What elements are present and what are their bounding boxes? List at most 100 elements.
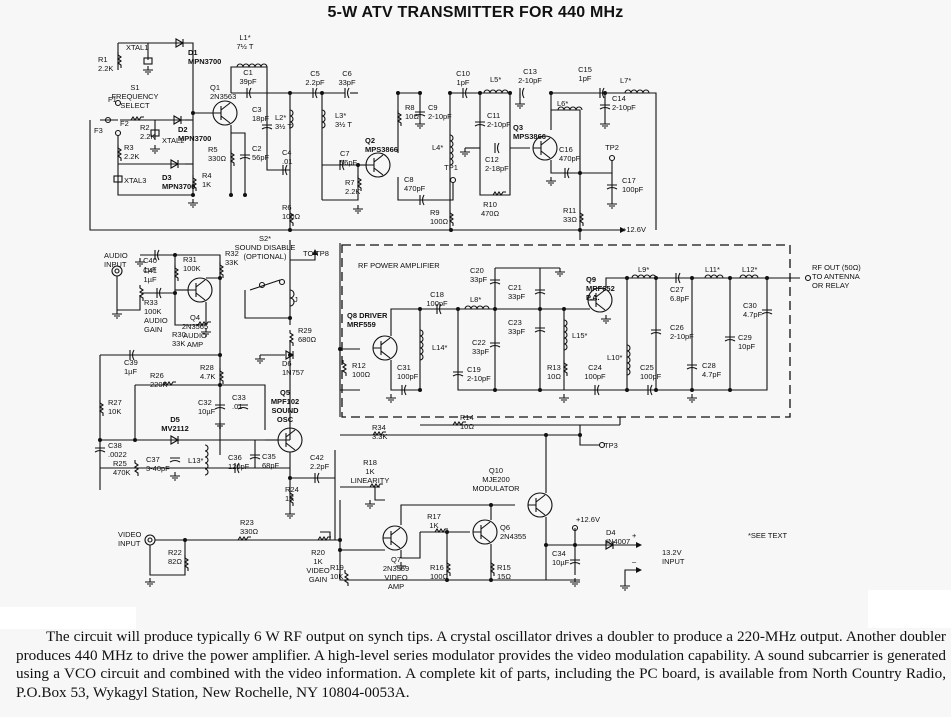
resistor-symbol	[357, 175, 362, 191]
junction-dot	[625, 388, 629, 392]
junction-dot	[493, 307, 497, 311]
junction-dot	[243, 193, 247, 197]
junction-dot	[320, 91, 324, 95]
component-label: L2*	[275, 113, 286, 122]
capacitor-c6	[344, 87, 350, 99]
component-label: MPS3866	[513, 132, 546, 141]
component-label: 1µF	[143, 265, 156, 274]
component-label: R33	[144, 298, 158, 307]
component-label: MPN3700	[178, 134, 211, 143]
wire	[89, 120, 581, 240]
component-label: 100Ω	[352, 370, 371, 379]
component-label: Q9	[586, 275, 596, 284]
component-label: 33pF	[470, 275, 488, 284]
component-label: 2-10pF	[467, 374, 491, 383]
junction-dot	[578, 228, 582, 232]
resistor-symbol	[397, 110, 402, 126]
junction-dot	[573, 543, 577, 547]
component-label: C23	[508, 318, 522, 327]
capacitor-c5	[312, 87, 318, 99]
capacitor-c29	[724, 336, 736, 342]
junction-dot	[544, 433, 548, 437]
terminal	[104, 116, 112, 124]
component-label: 33pF	[508, 327, 526, 336]
component-label: SOUND DISABLE	[235, 243, 296, 252]
component-label: R31	[183, 255, 197, 264]
component-label: (OPTIONAL)	[244, 252, 287, 261]
capacitor-c12	[494, 142, 500, 154]
terminal	[278, 278, 286, 286]
diode-d4	[605, 540, 615, 550]
resistor-symbol	[160, 381, 176, 386]
junction-dot	[549, 91, 553, 95]
inductor-l5	[483, 89, 509, 94]
component-label: C33	[232, 393, 246, 402]
component-label: C18	[430, 290, 444, 299]
component-label: –	[632, 557, 637, 566]
schematic-title: 5-W ATV TRANSMITTER FOR 440 MHz	[327, 4, 624, 21]
component-label: 100K	[144, 307, 162, 316]
ground-symbol	[607, 200, 617, 209]
junction-dot	[562, 307, 566, 311]
ground-symbol	[255, 355, 265, 364]
component-label: C13	[523, 67, 537, 76]
component-label: L9*	[638, 265, 649, 274]
component-label: VIDEO	[384, 573, 408, 582]
component-label: 1µF	[124, 367, 137, 376]
component-label: AMP	[187, 340, 203, 349]
component-label: 3.3K	[372, 432, 387, 441]
junction-dot	[338, 347, 342, 351]
component-label: 1K	[202, 180, 211, 189]
component-label: 1µF	[143, 275, 156, 284]
wire	[185, 42, 194, 140]
terminal	[598, 441, 606, 449]
component-label: .01	[232, 402, 242, 411]
component-label: TP3	[604, 441, 618, 450]
jack-symbol	[144, 534, 156, 546]
capacitor-c17	[606, 184, 618, 190]
resistor-symbol	[490, 560, 495, 576]
resistor-symbol	[219, 262, 224, 278]
resistor-symbol	[195, 321, 211, 326]
junction-dot	[338, 538, 342, 542]
component-label: R2	[140, 123, 150, 132]
resistor-symbol	[134, 460, 139, 476]
capacitor-c10	[462, 87, 468, 99]
component-label: MPF102	[271, 397, 299, 406]
capacitor-c31	[401, 384, 407, 396]
junction-dot	[218, 276, 222, 280]
component-label: C4	[282, 148, 292, 157]
component-label: C36	[228, 453, 242, 462]
junction-dot	[449, 228, 453, 232]
component-label: 1pF	[457, 78, 470, 87]
component-label: AUDIO	[144, 316, 168, 325]
resistor-symbol	[219, 368, 224, 384]
component-label: 2.2K	[345, 187, 360, 196]
component-label: AUDIO	[104, 251, 128, 260]
ground-symbol	[353, 205, 363, 214]
inductor-l15	[563, 319, 568, 351]
component-label: 2N3565	[182, 322, 208, 331]
component-label: C20	[470, 266, 484, 275]
blank-area	[0, 607, 136, 629]
transistor-leads	[188, 279, 206, 301]
component-label: 1K	[285, 494, 294, 503]
junction-dot	[448, 91, 452, 95]
component-label: 33pF	[472, 347, 490, 356]
jack-center	[147, 537, 153, 543]
diode-d1	[175, 38, 185, 48]
component-label: RF OUT (50Ω)	[812, 263, 861, 272]
component-label: 100Ω	[430, 217, 449, 226]
capacitor-c37	[169, 457, 181, 463]
junction-dot	[478, 91, 482, 95]
ground-symbol	[570, 578, 580, 587]
crystal-xtal3	[113, 175, 123, 183]
component-label: R4	[202, 171, 212, 180]
component-label: L6*	[557, 99, 568, 108]
schematic-diagram: R12.2KXTAL1D1MPN3700S1FREQUENCYSELECTF1F…	[89, 33, 861, 591]
component-label: R10	[483, 200, 497, 209]
component-label: SELECT	[120, 101, 150, 110]
component-label: C11	[487, 111, 500, 120]
capacitor-c2	[239, 154, 251, 160]
junction-dot	[728, 388, 732, 392]
